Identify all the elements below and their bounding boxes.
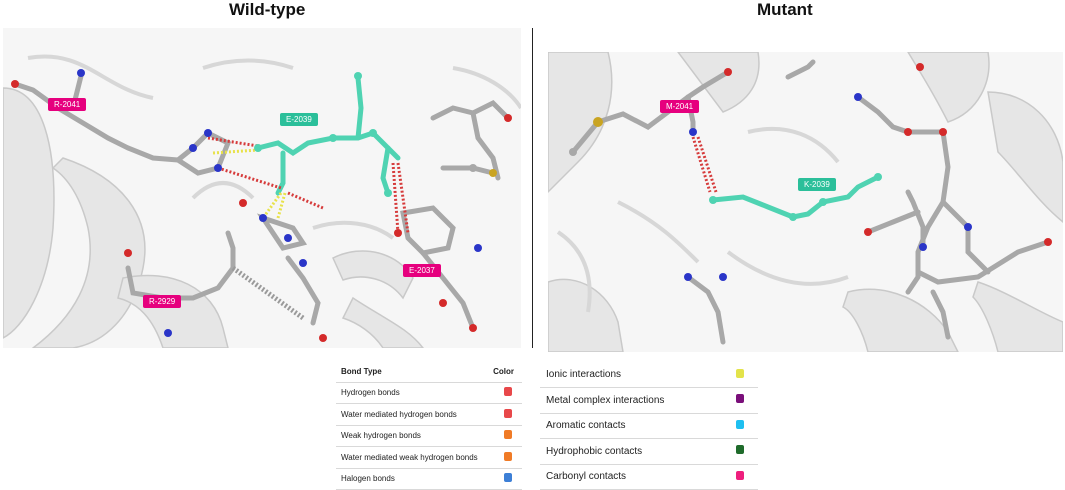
- legend-row-label: Weak hydrogen bonds: [336, 425, 490, 447]
- panel-divider: [532, 28, 533, 348]
- legend-color-swatch: [504, 473, 512, 483]
- legend-row: Water mediated weak hydrogen bonds: [336, 446, 522, 469]
- legend-color-swatch: [736, 445, 744, 455]
- wildtype-molecule-diagram: [3, 54, 521, 348]
- wildtype-structure-view: R-2041 E-2039 E-2037 R-2929: [3, 28, 521, 348]
- legend-row-label: Water mediated weak hydrogen bonds: [336, 446, 490, 469]
- legend-left-header: Bond Type Color: [336, 362, 522, 383]
- legend-color-swatch: [504, 408, 512, 418]
- legend-row-color: [724, 438, 758, 465]
- residue-label-r2041: R-2041: [48, 98, 87, 111]
- legend-row-color: [489, 468, 522, 490]
- legend-row: Water mediated hydrogen bonds: [336, 403, 522, 426]
- residue-label-m2041: M-2041: [660, 100, 700, 113]
- residue-label-r2929: R-2929: [143, 295, 182, 308]
- legend-row: Weak hydrogen bonds: [336, 425, 522, 447]
- legend-header-color: Color: [489, 362, 522, 383]
- legend-row: Metal complex interactions: [540, 387, 758, 414]
- legend-row: Carbonyl contacts: [540, 464, 758, 490]
- legend-header-bond-type: Bond Type: [336, 362, 490, 383]
- legend-color-swatch: [504, 387, 512, 397]
- legend-row-color: [489, 403, 522, 426]
- legend-row-label: Halogen bonds: [336, 468, 490, 490]
- legend-row: Hydrophobic contacts: [540, 438, 758, 465]
- legend-row: Halogen bonds: [336, 468, 522, 490]
- legend-row-label: Hydrophobic contacts: [540, 438, 725, 465]
- legend-row-color: [724, 387, 758, 414]
- residue-label-e2037: E-2037: [403, 264, 441, 277]
- legend-row-label: Carbonyl contacts: [540, 464, 725, 490]
- legend-color-swatch: [736, 394, 744, 404]
- legend-color-swatch: [504, 430, 512, 440]
- legend-row-label: Ionic interactions: [540, 362, 725, 388]
- legend-row-color: [724, 464, 758, 490]
- legend-row-color: [489, 382, 522, 404]
- legend-row-color: [489, 446, 522, 469]
- legend-row-label: Hydrogen bonds: [336, 382, 490, 404]
- legend-row-color: [489, 425, 522, 447]
- mutant-molecule-diagram: [548, 52, 1063, 352]
- legend-color-swatch: [504, 451, 512, 461]
- legend-row: Hydrogen bonds: [336, 382, 522, 404]
- residue-label-k2039: K-2039: [798, 178, 836, 191]
- legend-row: Aromatic contacts: [540, 413, 758, 439]
- legend-row-color: [724, 413, 758, 439]
- mutant-structure-view: M-2041 K-2039: [548, 52, 1063, 352]
- legend-row: Ionic interactions: [540, 362, 758, 388]
- legend-row-label: Water mediated hydrogen bonds: [336, 403, 490, 426]
- legend-row-color: [724, 362, 758, 388]
- title-mutant: Mutant: [757, 0, 813, 19]
- legend-color-swatch: [736, 368, 744, 378]
- legend-row-label: Metal complex interactions: [540, 387, 725, 414]
- legend-color-swatch: [736, 470, 744, 480]
- legend-row-label: Aromatic contacts: [540, 413, 725, 439]
- residue-label-e2039: E-2039: [280, 113, 318, 126]
- legend-color-swatch: [736, 419, 744, 429]
- title-wildtype: Wild-type: [229, 0, 306, 19]
